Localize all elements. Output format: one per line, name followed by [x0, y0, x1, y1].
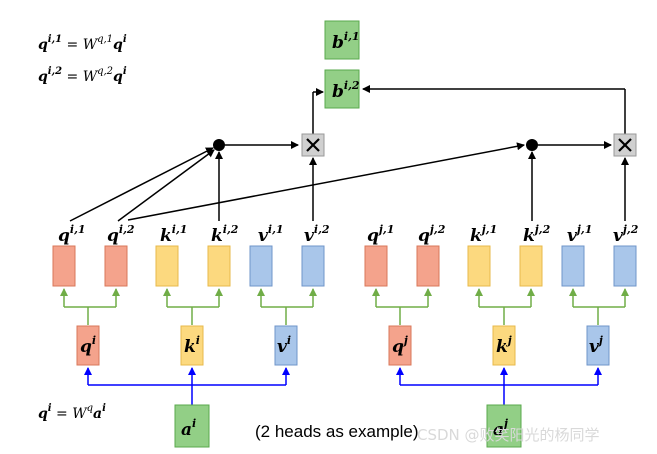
head-label: kj,1 [470, 223, 497, 246]
qkv-label: ki [184, 334, 200, 357]
head-vector-v1 [249, 245, 273, 287]
input-box-aj [486, 404, 522, 448]
dot-product-node-left [213, 139, 225, 151]
head-vector-k2 [519, 245, 543, 287]
head-label: ki,2 [211, 223, 239, 246]
qkv-label: kj [496, 334, 512, 357]
head-vector-q2 [104, 245, 128, 287]
split-arrows [60, 288, 629, 325]
equation-qi: qi = Wqai [38, 403, 106, 422]
multiply-node-left [301, 133, 325, 157]
head-vector-k1 [155, 245, 179, 287]
output-label-b1: bi,1 [332, 30, 360, 53]
head-label: qi,1 [58, 223, 86, 246]
head-label: vj,2 [613, 223, 639, 246]
output-label-b2: bi,2 [332, 79, 360, 102]
input-box-ai [174, 404, 210, 448]
head-label: qj,2 [418, 223, 446, 246]
attention-arrows [69, 85, 629, 222]
head-vector-v2 [613, 245, 637, 287]
head-vector-q1 [364, 245, 388, 287]
qkv-box-q [76, 325, 100, 366]
head-vectors-right [364, 245, 637, 287]
output-box-b1 [324, 20, 360, 60]
qkv-boxes-right: qj kj vj [388, 325, 610, 366]
head-vector-q1 [52, 245, 76, 287]
head-label: ki,1 [160, 223, 187, 246]
head-vector-q2 [416, 245, 440, 287]
output-box-b2 [324, 69, 360, 109]
qkv-label: qj [392, 334, 408, 357]
head-labels-right: qj,1 qj,2 kj,1 kj,2 vj,1 vj,2 [367, 223, 639, 246]
head-label: kj,2 [523, 223, 551, 246]
qkv-label: vj [589, 334, 603, 357]
head-vector-k2 [207, 245, 231, 287]
heads-note: (2 heads as example) [255, 422, 418, 441]
head-label: vj,1 [567, 223, 592, 246]
input-label-aj: aj [493, 417, 508, 440]
head-vector-v1 [561, 245, 585, 287]
qkv-label: vi [277, 334, 291, 357]
qkv-label: qi [80, 334, 96, 357]
head-label: qi,2 [107, 223, 135, 246]
qkv-box-q [388, 325, 412, 366]
qkv-box-k [492, 325, 516, 366]
qkv-box-v [586, 325, 610, 366]
equation-qi2: qi,2 = Wq,2qi [38, 66, 127, 85]
input-label-ai: ai [181, 417, 196, 440]
head-vector-v2 [301, 245, 325, 287]
head-labels-left: qi,1 qi,2 ki,1 ki,2 vi,1 vi,2 [58, 223, 330, 246]
qkv-boxes-left: qi ki vi [76, 325, 298, 366]
head-label: vi,1 [258, 223, 284, 246]
qkv-box-k [180, 325, 204, 366]
dot-product-node-right [526, 139, 538, 151]
watermark: CSDN @败笑阳光的杨同学 [417, 426, 600, 444]
input-arrows [84, 367, 602, 405]
head-vector-k1 [467, 245, 491, 287]
head-label: qj,1 [367, 223, 394, 246]
equation-qi1: qi,1 = Wq,1qi [38, 34, 127, 53]
head-vectors-left [52, 245, 325, 287]
multiply-node-right [613, 133, 637, 157]
qkv-box-v [274, 325, 298, 366]
head-label: vi,2 [304, 223, 330, 246]
